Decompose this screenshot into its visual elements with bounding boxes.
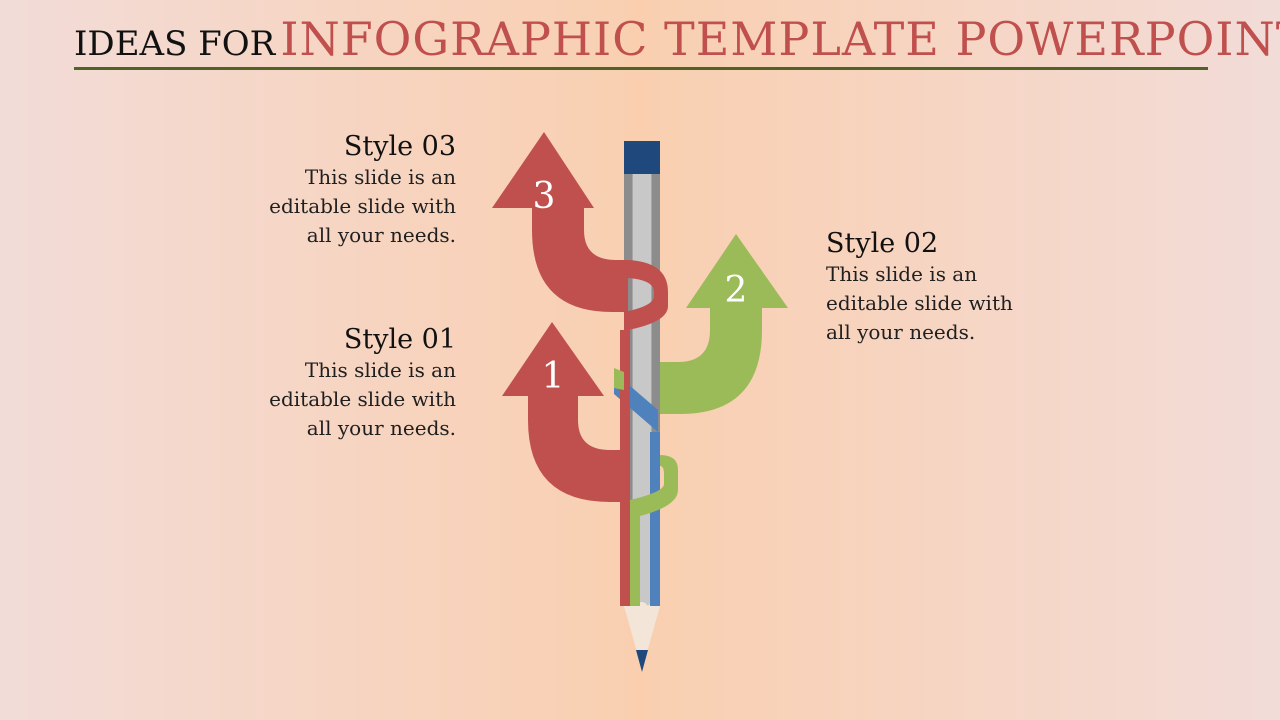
step-2-number: 2 <box>725 270 748 311</box>
style-03-line-3: all your needs. <box>306 223 456 247</box>
arrow-1: 1 <box>502 322 628 502</box>
arrow-2: 2 <box>614 234 788 606</box>
style-01-line-2: editable slide with <box>269 387 456 411</box>
style-01-line-1: This slide is an <box>304 358 456 382</box>
title-underline <box>74 67 1208 70</box>
style-02-line-2: editable slide with <box>826 291 1013 315</box>
title-main: INFOGRAPHIC TEMPLATE POWERPOINT <box>280 12 1280 66</box>
style-02-line-3: all your needs. <box>826 320 976 344</box>
style-02-line-1: This slide is an <box>826 262 978 286</box>
style-01-line-3: all your needs. <box>306 416 456 440</box>
step-1-number: 1 <box>542 356 565 397</box>
style-03-line-2: editable slide with <box>269 194 456 218</box>
style-01-block: Style 01 This slide is an editable slide… <box>196 324 456 443</box>
title-lead: IDEAS FOR <box>74 24 276 64</box>
style-02-block: Style 02 This slide is an editable slide… <box>826 228 1086 347</box>
style-03-heading: Style 03 <box>343 131 456 162</box>
style-03-block: Style 03 This slide is an editable slide… <box>196 131 456 250</box>
style-03-line-1: This slide is an <box>304 165 456 189</box>
style-02-heading: Style 02 <box>826 228 939 259</box>
step-3-number: 3 <box>533 176 556 217</box>
style-01-heading: Style 01 <box>343 324 456 355</box>
slide-title: IDEAS FOR INFOGRAPHIC TEMPLATE POWERPOIN… <box>74 10 1280 68</box>
